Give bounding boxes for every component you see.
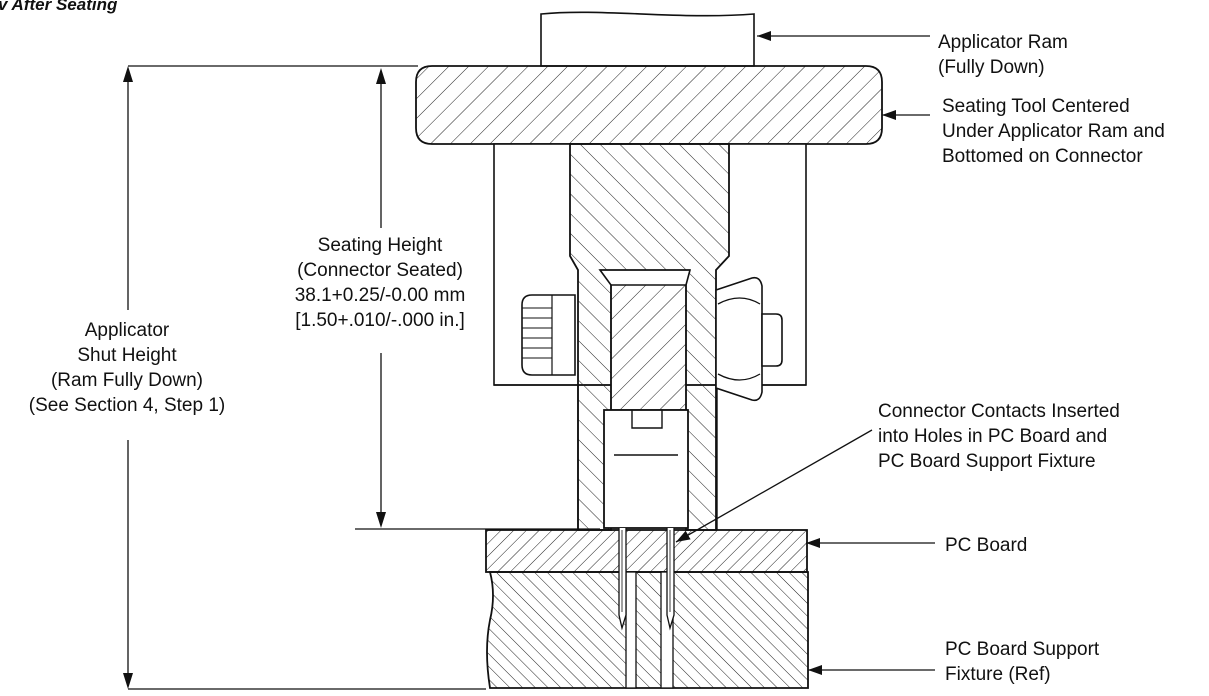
shut-height-dimension bbox=[123, 65, 486, 690]
seating-tool-plate bbox=[415, 65, 883, 145]
label-applicator-ram: Applicator Ram (Fully Down) bbox=[938, 32, 1068, 78]
knurled-knob bbox=[521, 294, 576, 376]
label-support-fixture: PC Board Support Fixture (Ref) bbox=[945, 639, 1100, 685]
leader-lines bbox=[675, 31, 935, 675]
label-shut-height: Applicator Shut Height (Ram Fully Down) … bbox=[28, 320, 226, 416]
seating-height-dimension bbox=[355, 68, 600, 530]
pc-board bbox=[485, 529, 808, 573]
contact-pins bbox=[618, 528, 675, 631]
label-connector-contacts: Connector Contacts Inserted into Holes i… bbox=[878, 401, 1120, 472]
figure-title: v After Seating bbox=[0, 0, 118, 14]
support-fixture bbox=[486, 571, 809, 689]
label-seating-tool: Seating Tool Centered Under Applicator R… bbox=[942, 96, 1165, 167]
hex-nut bbox=[715, 276, 783, 402]
applicator-ram bbox=[540, 11, 755, 67]
label-pc-board: PC Board bbox=[945, 535, 1028, 556]
label-seating-height: Seating Height (Connector Seated) 38.1+0… bbox=[294, 235, 466, 331]
connector bbox=[603, 409, 689, 529]
